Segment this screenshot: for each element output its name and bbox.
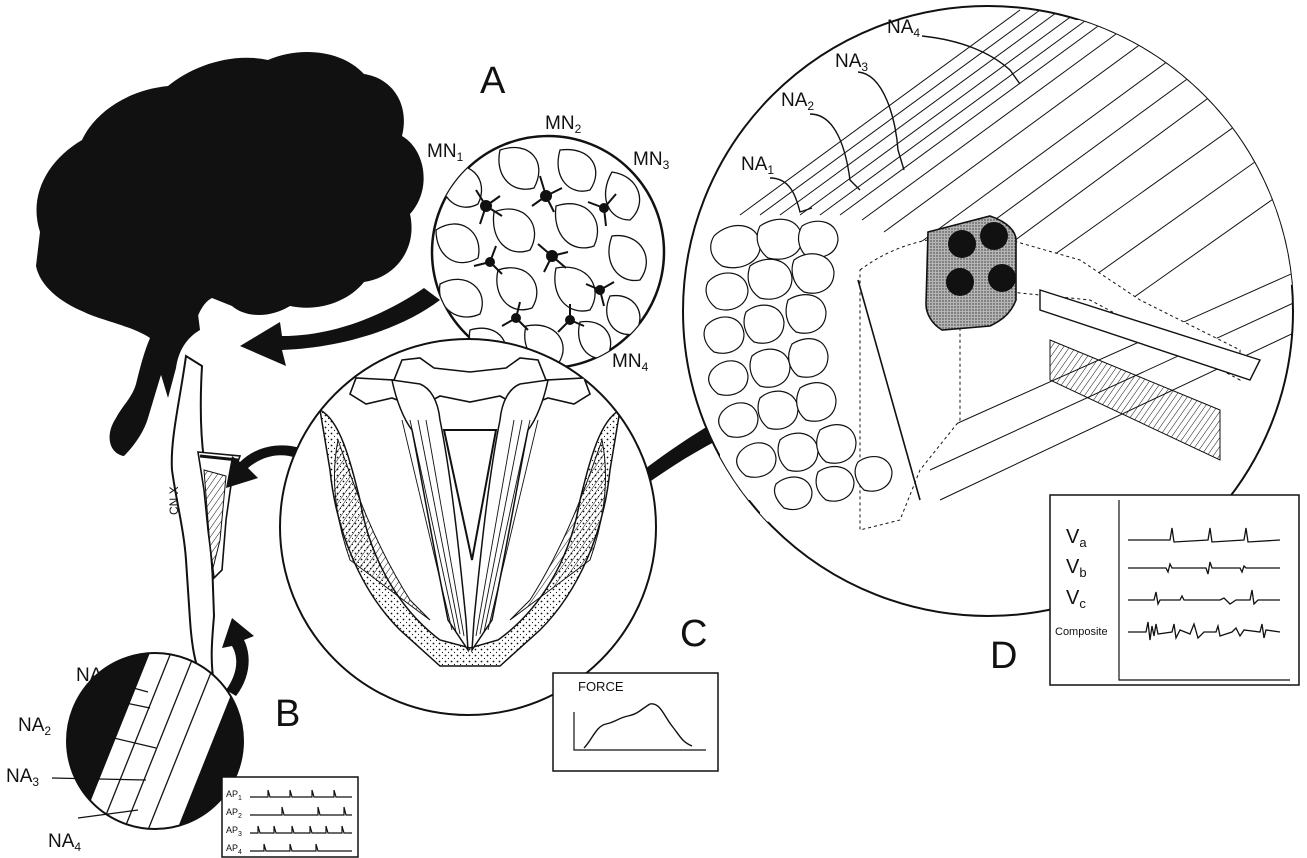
label-vc: Vc <box>1066 588 1086 610</box>
label-d-na4: NA4 <box>887 18 920 39</box>
label-b-na4: NA4 <box>48 832 81 853</box>
label-mn4: MN4 <box>612 352 648 373</box>
label-va: Va <box>1066 527 1087 549</box>
panel-c-larynx <box>280 339 656 715</box>
label-b-na1: NA1 <box>76 666 109 687</box>
label-mn2: MN2 <box>545 114 581 135</box>
emg-chart <box>1050 495 1299 685</box>
arrow-b-up <box>222 618 254 696</box>
label-mn3: MN3 <box>633 150 669 171</box>
ap-chart <box>222 777 358 857</box>
label-composite: Composite <box>1055 627 1108 638</box>
label-d-na2: NA2 <box>781 91 814 112</box>
label-ap4: AP4 <box>226 844 242 856</box>
label-d-na1: NA1 <box>741 155 774 176</box>
label-vb: Vb <box>1066 557 1087 579</box>
panel-a-neuron-field <box>432 136 664 368</box>
label-cn-x: CN X <box>168 486 180 515</box>
label-ap1: AP1 <box>226 790 242 802</box>
panel-label-c: C <box>680 615 707 653</box>
panel-label-d: D <box>990 637 1017 675</box>
label-mn1: MN1 <box>427 142 463 163</box>
label-ap3: AP3 <box>226 826 242 838</box>
panel-label-b: B <box>275 695 300 733</box>
label-d-na3: NA3 <box>835 52 868 73</box>
panel-label-a: A <box>480 62 505 100</box>
label-ap2: AP2 <box>226 808 242 820</box>
label-force: FORCE <box>578 680 624 693</box>
label-b-na3: NA3 <box>6 767 39 788</box>
label-b-na2: NA2 <box>18 716 51 737</box>
